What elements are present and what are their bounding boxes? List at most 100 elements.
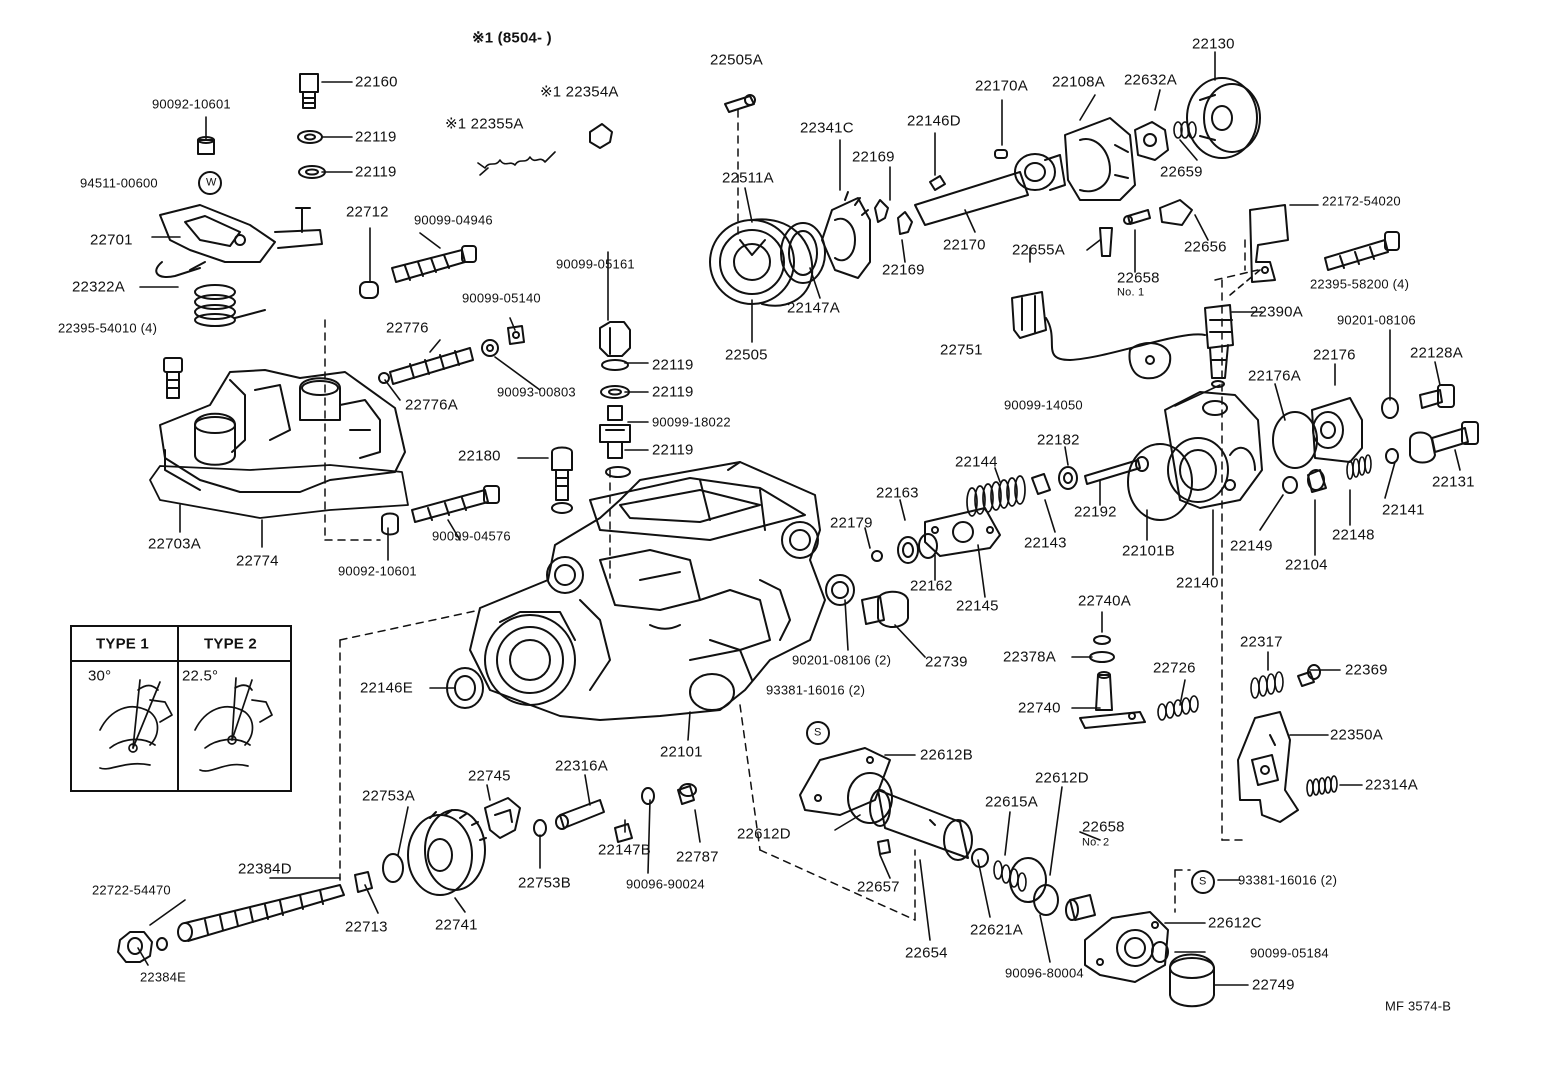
washer-22119-c bbox=[601, 359, 629, 371]
screw-22369 bbox=[1297, 664, 1321, 687]
part-label: 22753B bbox=[518, 874, 571, 892]
part-label: 90093-00803 bbox=[497, 384, 576, 400]
ring-22147a bbox=[780, 222, 826, 284]
type1-angle: 30° bbox=[88, 667, 112, 685]
timer-cover-22612c bbox=[1084, 911, 1169, 983]
part-label: 22657 bbox=[857, 878, 900, 896]
part-label: 90099-05140 bbox=[462, 290, 541, 306]
part-label: 22322A bbox=[72, 278, 125, 296]
wire-connector-22751 bbox=[1011, 291, 1206, 380]
part-label: 22612B bbox=[920, 746, 973, 764]
solenoid-22390a bbox=[1204, 304, 1234, 379]
drawing-code: MF 3574-B bbox=[1385, 998, 1452, 1014]
part-label: 22130 bbox=[1192, 35, 1235, 53]
lever-22350a bbox=[1237, 711, 1299, 823]
part-label: 22749 bbox=[1252, 976, 1295, 994]
cap-22749 bbox=[1169, 953, 1215, 1008]
part-label: 90096-90024 bbox=[626, 876, 705, 892]
part-label: ※1 22354A bbox=[540, 83, 619, 101]
part-label: 22726 bbox=[1153, 659, 1196, 677]
washer-90096-90024 bbox=[641, 787, 655, 805]
ring-22163 bbox=[897, 536, 919, 564]
plug-22739 bbox=[861, 590, 909, 628]
stud-22776 bbox=[378, 325, 525, 385]
dashed-assembly-lines bbox=[324, 109, 1259, 921]
part-label: 22740 bbox=[1018, 699, 1061, 717]
ring-22378a bbox=[1089, 651, 1115, 663]
governor-cover-22703a bbox=[159, 369, 406, 493]
clip-22656 bbox=[1159, 199, 1193, 226]
part-label: 22101B bbox=[1122, 542, 1175, 560]
pulley-22130 bbox=[1186, 77, 1261, 159]
part-label: 22170A bbox=[975, 77, 1028, 95]
part-label: 93381-16016 (2) bbox=[766, 682, 866, 698]
part-label: 90099-04946 bbox=[414, 212, 493, 228]
part-label: 22104 bbox=[1285, 556, 1328, 574]
pin-22316a bbox=[555, 799, 605, 830]
oring-22612d-b bbox=[1009, 857, 1047, 903]
plunger-22192 bbox=[1084, 456, 1149, 485]
washer-22384e bbox=[156, 937, 168, 951]
part-label: 22712 bbox=[346, 203, 389, 221]
s-marker-2: S bbox=[1199, 875, 1207, 888]
part-label: 22149 bbox=[1230, 537, 1273, 555]
part-label: 22722-54470 bbox=[92, 882, 171, 898]
washer-22119-a bbox=[297, 130, 323, 144]
key-22170a bbox=[994, 149, 1008, 159]
nut-90099-05161 bbox=[599, 321, 631, 357]
part-label: 22128A bbox=[1410, 344, 1463, 362]
part-label: 22179 bbox=[830, 514, 873, 532]
gasket-22774 bbox=[149, 464, 409, 519]
part-label: 22143 bbox=[1024, 534, 1067, 552]
part-label: 22169 bbox=[852, 148, 895, 166]
part-label: 22774 bbox=[236, 552, 279, 570]
bolt-22505a bbox=[724, 94, 756, 113]
part-label: 22163 bbox=[876, 484, 919, 502]
part-label: 22145 bbox=[956, 597, 999, 615]
governor-lever-22701 bbox=[155, 204, 323, 278]
spring-22144 bbox=[966, 475, 1026, 517]
part-label: 22147B bbox=[598, 841, 651, 859]
part-label: 22170 bbox=[943, 236, 986, 254]
part-label: 90099-18022 bbox=[652, 414, 731, 430]
part-label: 22505 bbox=[725, 346, 768, 364]
w-marker: W bbox=[206, 176, 217, 189]
pin-22658-no1 bbox=[1123, 209, 1151, 225]
nut-90092 bbox=[197, 136, 215, 155]
part-label: 22119 bbox=[652, 441, 694, 459]
part-label: 90092-10601 bbox=[152, 96, 231, 112]
part-label: 22612D bbox=[737, 825, 791, 843]
part-label: 22176 bbox=[1313, 346, 1356, 364]
part-label: 22615A bbox=[985, 793, 1038, 811]
part-label: No. 1 bbox=[1117, 286, 1145, 299]
valve-22104 bbox=[1307, 469, 1327, 493]
part-label: 22703A bbox=[148, 535, 201, 553]
header-note: ※1 (8504- ) bbox=[472, 29, 552, 47]
spring-22355a bbox=[477, 151, 556, 176]
nut-22722-54470 bbox=[117, 931, 153, 963]
cap-22354a bbox=[589, 123, 613, 149]
part-label: 22713 bbox=[345, 918, 388, 936]
washer-22149 bbox=[1282, 476, 1298, 494]
key-22146d bbox=[929, 175, 946, 191]
ring-22162 bbox=[918, 533, 938, 559]
part-label: 90201-08106 (2) bbox=[792, 652, 892, 668]
bolt-90099-04576 bbox=[381, 485, 500, 536]
part-label: 22384D bbox=[238, 860, 292, 878]
part-label: 22131 bbox=[1432, 473, 1475, 491]
part-label: 22162 bbox=[910, 577, 953, 595]
s-marker-1: S bbox=[814, 726, 822, 739]
type-box bbox=[70, 625, 292, 792]
part-label: 22745 bbox=[468, 767, 511, 785]
part-label: 22621A bbox=[970, 921, 1023, 939]
spring-seat-22143 bbox=[1031, 473, 1051, 495]
s-marker-circle-2 bbox=[1191, 870, 1215, 894]
oring-90099-14050 bbox=[1211, 380, 1225, 388]
part-label: 90201-08106 bbox=[1337, 312, 1416, 328]
type1-label: TYPE 1 bbox=[96, 635, 149, 653]
ring-22740a bbox=[1093, 635, 1111, 645]
oring-22101b bbox=[1127, 443, 1193, 521]
washer-22753a bbox=[382, 853, 404, 883]
part-label: 22182 bbox=[1037, 431, 1080, 449]
valve-22176 bbox=[1311, 397, 1363, 463]
